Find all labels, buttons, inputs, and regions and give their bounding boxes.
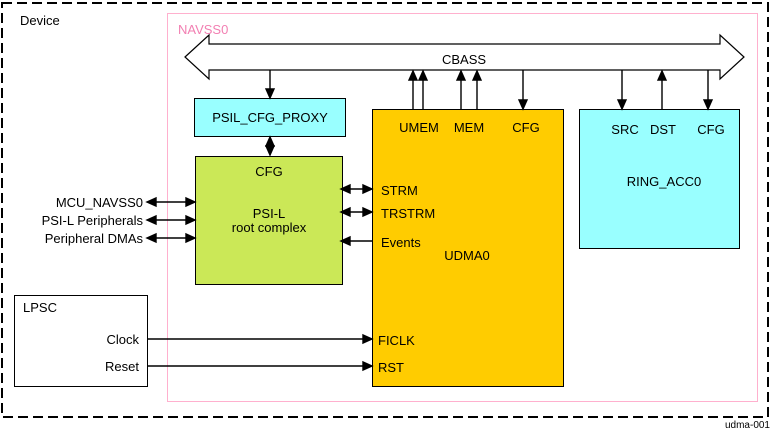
psil-cfg-proxy-block: PSIL_CFG_PROXY bbox=[194, 98, 346, 137]
udma0-port-ficlk: FICLK bbox=[378, 333, 415, 348]
psil-root-complex-block: CFG PSI-L root complex bbox=[195, 156, 343, 285]
cbass-bus-label: CBASS bbox=[442, 52, 487, 67]
figure-id-label: udma-001 bbox=[724, 420, 770, 431]
ring-acc0-port-dst: DST bbox=[650, 122, 676, 137]
psil-root-complex-label-line2: root complex bbox=[231, 220, 307, 235]
udma0-port-rst: RST bbox=[378, 360, 404, 375]
udma0-port-strm: STRM bbox=[381, 183, 418, 198]
udma0-port-umem: UMEM bbox=[399, 120, 439, 135]
external-label-peripheral-dmas: Peripheral DMAs bbox=[44, 231, 143, 246]
udma0-label: UDMA0 bbox=[444, 248, 490, 263]
ring-acc0-label: RING_ACC0 bbox=[626, 174, 702, 189]
lpsc-clock-label: Clock bbox=[106, 332, 139, 347]
psil-root-complex-label: PSI-L root complex bbox=[196, 207, 342, 235]
udma0-port-mem: MEM bbox=[453, 120, 485, 135]
psil-cfg-proxy-label: PSIL_CFG_PROXY bbox=[212, 110, 328, 125]
external-label-mcu-navss0: MCU_NAVSS0 bbox=[55, 195, 143, 210]
ring-acc0-port-cfg: CFG bbox=[697, 122, 725, 137]
ring-acc0-port-src: SRC bbox=[611, 122, 639, 137]
udma0-port-cfg: CFG bbox=[512, 120, 540, 135]
device-label: Device bbox=[20, 13, 60, 28]
lpsc-block: LPSC Clock Reset bbox=[14, 295, 148, 387]
psil-cfg-port-label: CFG bbox=[255, 164, 283, 179]
udma0-block: UMEM MEM CFG STRM TRSTRM Events UDMA0 FI… bbox=[372, 109, 564, 387]
lpsc-label: LPSC bbox=[23, 300, 57, 315]
udma0-port-events: Events bbox=[381, 235, 421, 250]
psil-root-complex-label-line1: PSI-L bbox=[252, 206, 286, 221]
udma0-port-trstrm: TRSTRM bbox=[381, 206, 436, 221]
navss0-region-label: NAVSS0 bbox=[178, 22, 229, 37]
ring-acc0-block: SRC DST CFG RING_ACC0 bbox=[579, 109, 740, 249]
lpsc-reset-label: Reset bbox=[105, 359, 139, 374]
external-label-psil-peripherals: PSI-L Peripherals bbox=[41, 213, 143, 228]
